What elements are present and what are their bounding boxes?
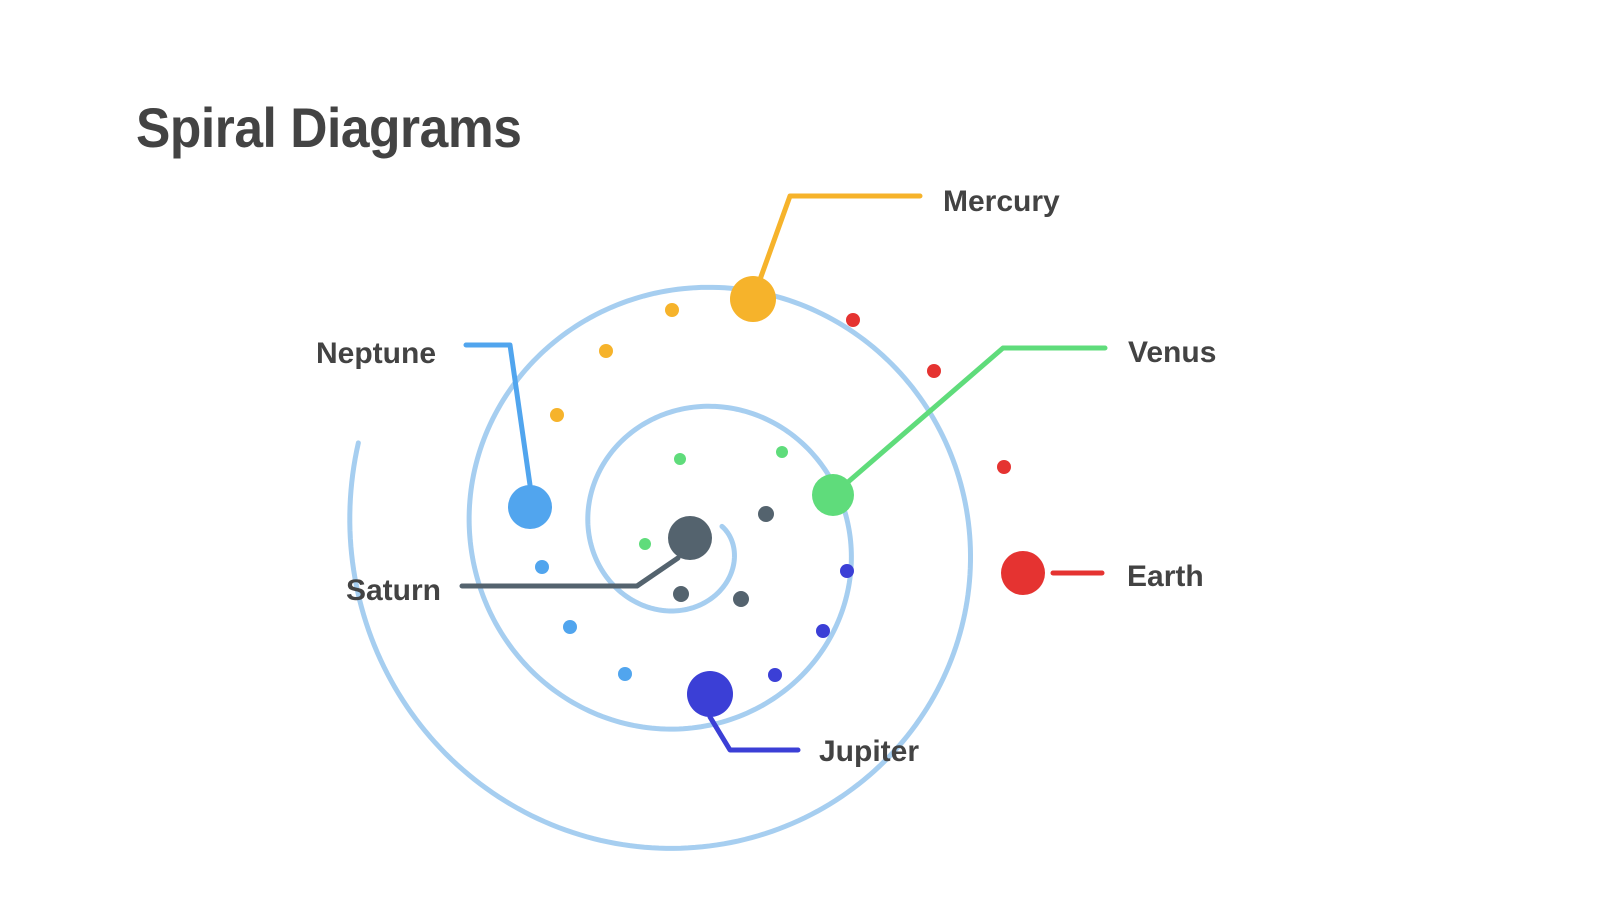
orbit-dot-neptune [618,667,632,681]
spiral-curve [347,284,974,851]
leader-line-venus [830,345,1108,498]
orbit-dot-saturn [673,586,689,602]
orbit-dot-mercury [599,344,613,358]
page-title: Spiral Diagrams [136,96,522,159]
planet-label-saturn[interactable]: Saturn [346,574,441,607]
planet-label-venus[interactable]: Venus [1128,336,1216,369]
leader-line-neptune [463,342,533,488]
orbit-dot-earth [997,460,1011,474]
planet-label-jupiter[interactable]: Jupiter [819,735,919,768]
orbit-dot-jupiter [768,668,782,682]
planet-label-earth[interactable]: Earth [1127,560,1204,593]
orbit-dot-venus [639,538,651,550]
orbit-dot-earth [846,313,860,327]
leader-line-mercury [750,193,923,302]
planet-node-venus[interactable] [812,474,854,516]
orbit-dot-jupiter [840,564,854,578]
leader-line-jupiter [707,714,801,753]
orbit-dot-jupiter [816,624,830,638]
orbit-dot-earth [927,364,941,378]
planet-node-mercury[interactable] [730,276,776,322]
orbit-dot-venus [776,446,788,458]
spiral-curve-group [347,284,974,851]
orbit-dot-saturn [758,506,774,522]
orbit-dot-neptune [563,620,577,634]
planet-label-mercury[interactable]: Mercury [943,185,1060,218]
planet-node-saturn[interactable] [668,516,712,560]
orbit-dot-venus [674,453,686,465]
planet-node-neptune[interactable] [508,485,552,529]
orbit-dot-mercury [550,408,564,422]
orbit-dot-mercury [665,303,679,317]
leader-lines-group [459,193,1108,753]
orbit-dot-neptune [535,560,549,574]
planet-node-earth[interactable] [1001,551,1045,595]
planet-nodes-group [508,276,1045,717]
orbit-dots-group [535,303,1011,682]
leader-line-saturn [459,555,681,589]
planet-label-neptune[interactable]: Neptune [316,337,436,370]
planet-node-jupiter[interactable] [687,671,733,717]
orbit-dot-saturn [733,591,749,607]
